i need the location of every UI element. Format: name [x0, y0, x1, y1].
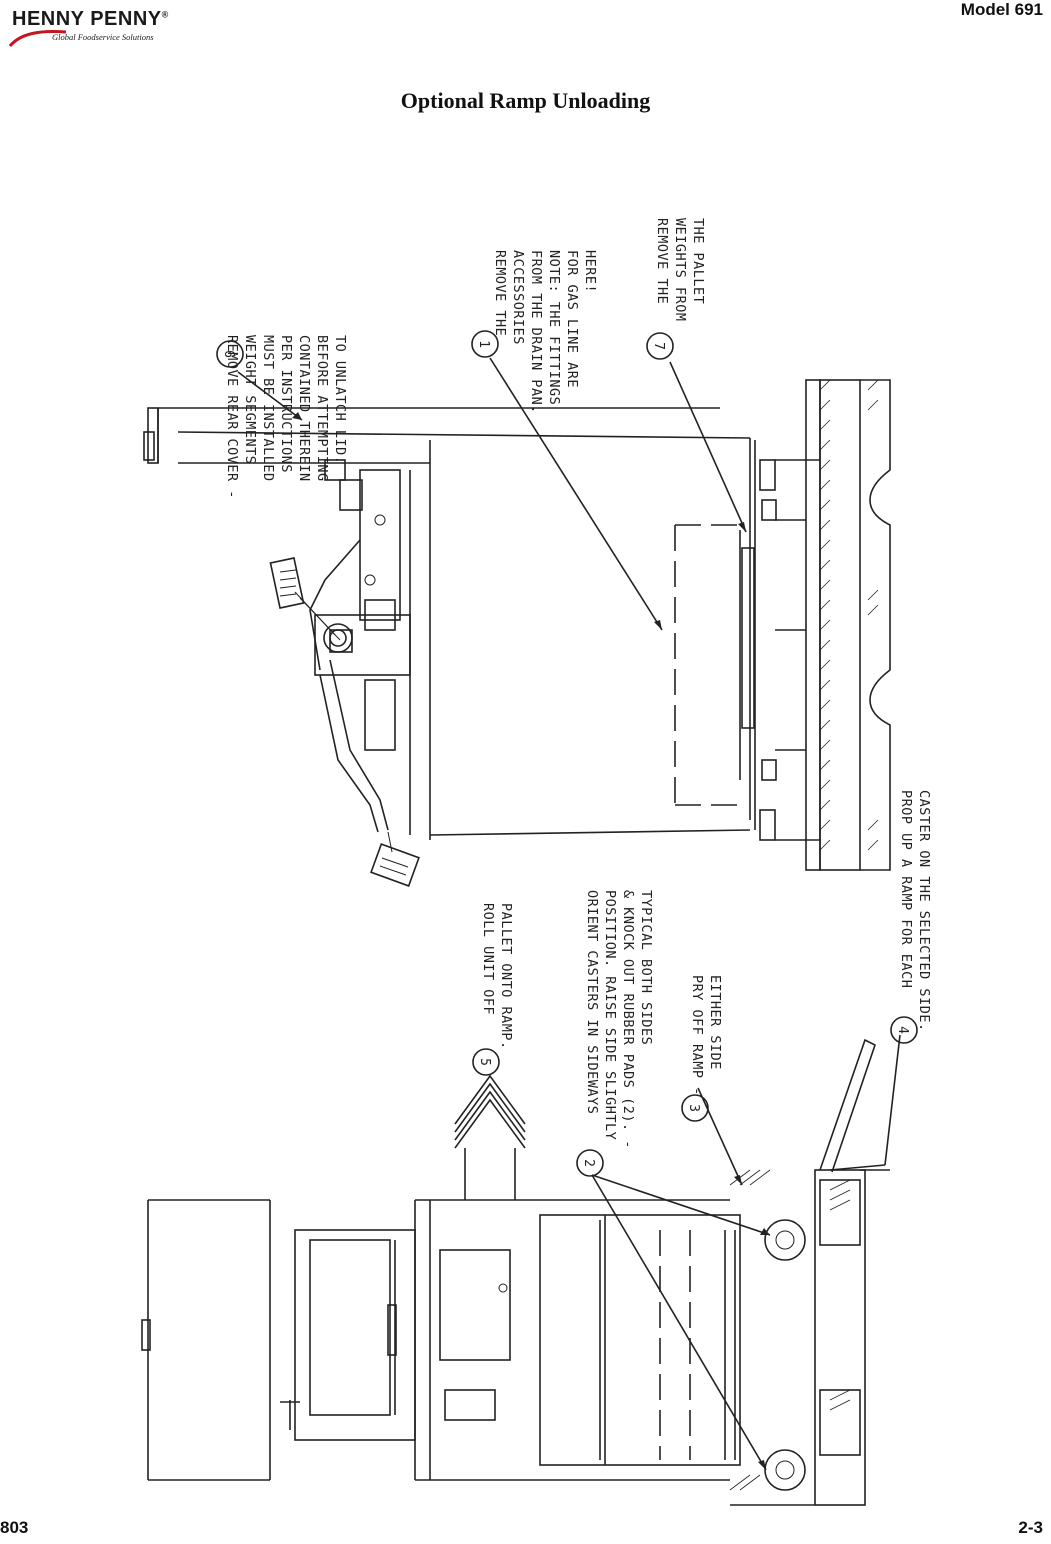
svg-text:FOR GAS LINE ARE: FOR GAS LINE ARE: [564, 250, 580, 388]
svg-text:ORIENT CASTERS IN SIDEWAYS: ORIENT CASTERS IN SIDEWAYS: [584, 890, 600, 1114]
svg-text:NOTE: THE FITTINGS: NOTE: THE FITTINGS: [546, 250, 562, 405]
svg-text:PER INSTRUCTIONS: PER INSTRUCTIONS: [278, 335, 294, 473]
svg-text:ACCESSORIES: ACCESSORIES: [510, 250, 526, 345]
callout-3-marker: 3: [681, 1094, 709, 1122]
svg-text:REMOVE THE: REMOVE THE: [492, 250, 508, 336]
svg-text:THE PALLET: THE PALLET: [690, 218, 706, 304]
svg-text:FROM THE DRAIN PAN.: FROM THE DRAIN PAN.: [528, 250, 544, 414]
footer-page-number: 2-3: [1018, 1518, 1043, 1537]
svg-text:7: 7: [651, 342, 666, 350]
callout-5-marker: 5: [472, 1048, 500, 1076]
svg-text:5: 5: [477, 1058, 492, 1066]
page-title: Optional Ramp Unloading: [400, 88, 651, 113]
callout-1-text: REMOVE THE ACCESSORIES FROM THE DRAIN PA…: [492, 250, 598, 414]
svg-text:CASTER ON THE SELECTED SIDE.: CASTER ON THE SELECTED SIDE.: [916, 790, 932, 1032]
callout-6-text: REMOVE REAR COVER - WEIGHT SEGMENTS MUST…: [224, 335, 348, 499]
svg-text:REMOVE REAR COVER -: REMOVE REAR COVER -: [224, 335, 240, 499]
fryer-on-ramp-drawing: [141, 1038, 890, 1506]
svg-text:PROP UP A RAMP FOR EACH: PROP UP A RAMP FOR EACH: [898, 790, 914, 988]
svg-text:REMOVE THE: REMOVE THE: [654, 218, 670, 304]
svg-text:1: 1: [476, 340, 491, 348]
svg-text:CONTAINED THEREIN: CONTAINED THEREIN: [296, 335, 312, 482]
svg-text:TYPICAL BOTH SIDES: TYPICAL BOTH SIDES: [638, 890, 654, 1045]
svg-text:6: 6: [221, 350, 236, 358]
svg-text:PRY OFF RAMP -: PRY OFF RAMP -: [689, 975, 705, 1096]
footer-document-number: 803: [0, 1518, 29, 1537]
callout-6-marker: 6: [216, 340, 244, 368]
svg-text:2: 2: [581, 1159, 596, 1167]
svg-text:4: 4: [895, 1026, 910, 1034]
callout-7-marker: 7: [646, 332, 674, 360]
henny-penny-logo: HENNY PENNY® Global Foodservice Solution…: [8, 6, 208, 50]
callout-4-marker: 4: [890, 1016, 918, 1044]
svg-text:BEFORE ATTEMPTING: BEFORE ATTEMPTING: [314, 335, 330, 482]
unloading-diagram: 6 1 7 REMOVE REAR COVER - WEIGHT SEGMENT…: [130, 140, 950, 1510]
fryer-on-pallet-drawing: [143, 379, 891, 887]
svg-text:POSITION. RAISE SIDE SLIGHTLY: POSITION. RAISE SIDE SLIGHTLY: [602, 890, 618, 1140]
svg-text:MUST BE INSTALLED: MUST BE INSTALLED: [260, 335, 276, 482]
svg-text:PALLET ONTO RAMP.: PALLET ONTO RAMP.: [498, 903, 514, 1050]
svg-text:3: 3: [686, 1104, 701, 1112]
callout-7-text: REMOVE THE WEIGHTS FROM THE PALLET: [654, 218, 706, 322]
logo-wordmark: HENNY PENNY®: [12, 8, 169, 30]
callout-2-text: ORIENT CASTERS IN SIDEWAYS POSITION. RAI…: [584, 890, 654, 1149]
svg-text:ROLL UNIT OFF: ROLL UNIT OFF: [480, 903, 496, 1015]
callout-2-marker: 2: [576, 1149, 604, 1177]
model-number: Model 691: [960, 0, 1043, 19]
svg-text:WEIGHTS FROM: WEIGHTS FROM: [672, 218, 688, 322]
svg-text:HERE!: HERE!: [582, 250, 598, 293]
callout-4-text: PROP UP A RAMP FOR EACH CASTER ON THE SE…: [898, 790, 932, 1032]
svg-text:& KNOCK OUT RUBBER PADS (2). -: & KNOCK OUT RUBBER PADS (2). -: [620, 890, 636, 1149]
callout-3-text: PRY OFF RAMP - EITHER SIDE: [689, 975, 723, 1096]
svg-text:EITHER SIDE: EITHER SIDE: [707, 975, 723, 1070]
svg-text:TO UNLATCH LID.: TO UNLATCH LID.: [332, 335, 348, 464]
callout-1-marker: 1: [471, 330, 499, 358]
callout-5-text: ROLL UNIT OFF PALLET ONTO RAMP.: [480, 903, 514, 1050]
logo-tagline: Global Foodservice Solutions: [52, 32, 154, 42]
svg-text:WEIGHT SEGMENTS: WEIGHT SEGMENTS: [242, 335, 258, 464]
logo-swoosh-icon: [8, 30, 67, 48]
